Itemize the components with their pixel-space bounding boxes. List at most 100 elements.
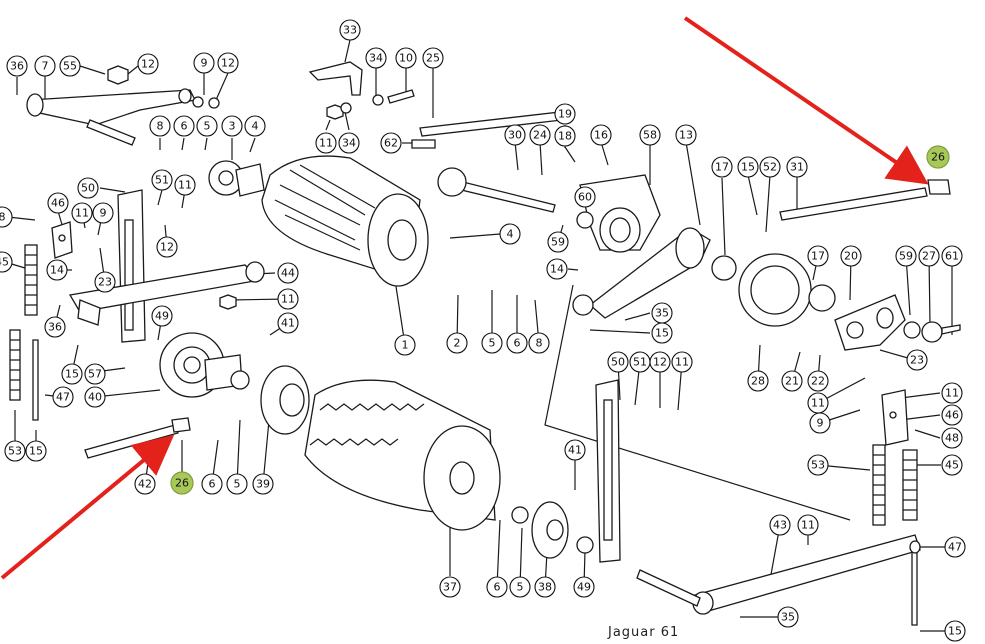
svg-text:46: 46 bbox=[945, 409, 959, 422]
svg-text:33: 33 bbox=[343, 24, 357, 37]
callout-6: 6 bbox=[506, 332, 528, 354]
callout-47: 47 bbox=[52, 386, 74, 408]
callout-5: 5 bbox=[509, 576, 531, 598]
svg-text:50: 50 bbox=[81, 182, 95, 195]
svg-text:15: 15 bbox=[65, 368, 79, 381]
flange-38 bbox=[511, 501, 594, 559]
callout-62: 62 bbox=[380, 132, 402, 154]
svg-text:35: 35 bbox=[655, 307, 669, 320]
svg-text:22: 22 bbox=[811, 375, 825, 388]
callout-30: 30 bbox=[504, 124, 526, 146]
callout-35: 35 bbox=[777, 606, 799, 628]
arrow-bottom-left bbox=[0, 434, 175, 580]
callout-26-highlighted: 26 bbox=[170, 471, 194, 495]
svg-text:11: 11 bbox=[801, 519, 815, 532]
svg-text:51: 51 bbox=[155, 174, 169, 187]
callout-59: 59 bbox=[547, 231, 569, 253]
svg-text:15: 15 bbox=[948, 625, 962, 638]
callout-51: 51 bbox=[151, 169, 173, 191]
svg-text:11: 11 bbox=[945, 387, 959, 400]
svg-text:48: 48 bbox=[945, 432, 959, 445]
svg-text:3: 3 bbox=[229, 120, 236, 133]
upper-right-sprocket-28 bbox=[711, 253, 836, 327]
svg-text:12: 12 bbox=[221, 57, 235, 70]
callout-16: 16 bbox=[590, 124, 612, 146]
svg-text:53: 53 bbox=[811, 459, 825, 472]
callout-43: 43 bbox=[769, 514, 791, 536]
svg-text:10: 10 bbox=[399, 52, 413, 65]
callout-36: 36 bbox=[6, 55, 28, 77]
lever-arm-44 bbox=[68, 261, 265, 326]
callout-12: 12 bbox=[156, 236, 178, 258]
spring-53-right bbox=[872, 444, 886, 526]
callout-34: 34 bbox=[338, 132, 360, 154]
svg-text:5: 5 bbox=[234, 478, 241, 491]
diagram-caption: Jaguar 61 bbox=[607, 625, 679, 640]
svg-text:19: 19 bbox=[558, 108, 572, 121]
svg-text:6: 6 bbox=[209, 478, 216, 491]
top-left-lever-arm bbox=[26, 65, 220, 146]
callout-51: 51 bbox=[629, 351, 651, 373]
callout-11: 11 bbox=[671, 351, 693, 373]
callout-12: 12 bbox=[649, 351, 671, 373]
drive-shaft-24 bbox=[437, 167, 556, 213]
lower-sprocket-40 bbox=[159, 332, 243, 398]
callout-31: 31 bbox=[786, 156, 808, 178]
svg-text:47: 47 bbox=[948, 541, 962, 554]
svg-text:26: 26 bbox=[931, 151, 945, 164]
svg-text:41: 41 bbox=[281, 317, 295, 330]
svg-text:9: 9 bbox=[201, 57, 208, 70]
svg-text:26: 26 bbox=[175, 477, 189, 490]
callout-24: 24 bbox=[529, 124, 551, 146]
callout-11: 11 bbox=[797, 514, 819, 536]
svg-text:52: 52 bbox=[763, 161, 777, 174]
svg-text:11: 11 bbox=[811, 397, 825, 410]
callout-48: 48 bbox=[941, 427, 963, 449]
svg-text:44: 44 bbox=[281, 267, 295, 280]
callout-14: 14 bbox=[46, 259, 68, 281]
callout-15: 15 bbox=[737, 156, 759, 178]
svg-text:9: 9 bbox=[817, 417, 824, 430]
callout-11: 11 bbox=[277, 288, 299, 310]
svg-text:12: 12 bbox=[160, 241, 174, 254]
svg-text:23: 23 bbox=[910, 354, 924, 367]
svg-text:14: 14 bbox=[50, 264, 64, 277]
svg-text:12: 12 bbox=[653, 356, 667, 369]
highlight-arrows bbox=[0, 16, 929, 580]
callout-41: 41 bbox=[277, 312, 299, 334]
svg-text:15: 15 bbox=[29, 445, 43, 458]
svg-text:57: 57 bbox=[88, 368, 102, 381]
callout-36: 36 bbox=[44, 316, 66, 338]
callout-11: 11 bbox=[315, 132, 337, 154]
callout-41: 41 bbox=[564, 439, 586, 461]
svg-text:4: 4 bbox=[507, 228, 514, 241]
svg-text:38: 38 bbox=[538, 581, 552, 594]
svg-text:14: 14 bbox=[550, 263, 564, 276]
svg-text:47: 47 bbox=[56, 391, 70, 404]
callout-15: 15 bbox=[25, 440, 47, 462]
svg-text:34: 34 bbox=[369, 52, 383, 65]
callout-5: 5 bbox=[196, 115, 218, 137]
svg-text:15: 15 bbox=[741, 161, 755, 174]
callout-44: 44 bbox=[277, 262, 299, 284]
callout-1: 1 bbox=[394, 334, 416, 356]
callout-5: 5 bbox=[226, 473, 248, 495]
svg-text:9: 9 bbox=[100, 207, 107, 220]
callout-15: 15 bbox=[61, 363, 83, 385]
svg-text:49: 49 bbox=[577, 581, 591, 594]
svg-text:46: 46 bbox=[51, 197, 65, 210]
callout-22: 22 bbox=[807, 370, 829, 392]
callout-40: 40 bbox=[84, 386, 106, 408]
svg-text:11: 11 bbox=[675, 356, 689, 369]
svg-text:6: 6 bbox=[514, 337, 521, 350]
callout-26-highlighted: 26 bbox=[926, 145, 950, 169]
plate-46-right bbox=[881, 389, 909, 446]
bracket-50-lower bbox=[595, 379, 621, 563]
arrow-top-right bbox=[683, 16, 929, 185]
callout-9: 9 bbox=[809, 412, 831, 434]
svg-text:2: 2 bbox=[454, 337, 461, 350]
rod-47-left bbox=[32, 339, 39, 421]
svg-text:8: 8 bbox=[0, 211, 6, 224]
callout-6: 6 bbox=[173, 115, 195, 137]
